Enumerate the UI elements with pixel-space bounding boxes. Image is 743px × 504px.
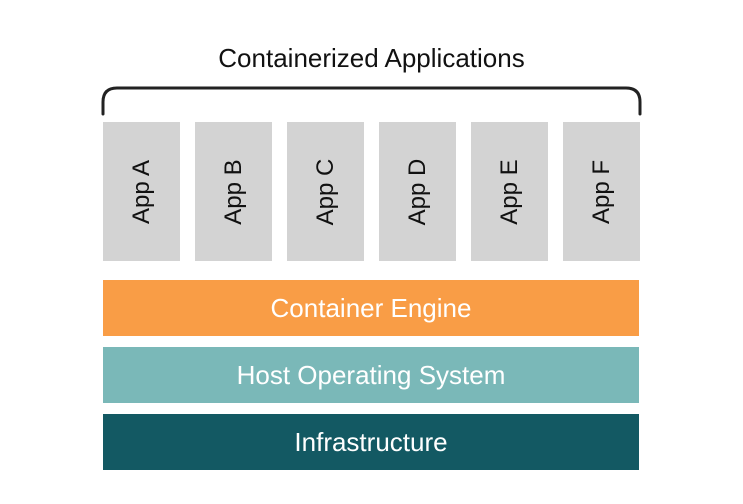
- app-label-d: App D: [403, 158, 431, 225]
- app-box-c: App C: [287, 122, 364, 261]
- app-box-a: App A: [103, 122, 180, 261]
- app-label-b: App B: [219, 158, 247, 225]
- app-box-d: App D: [379, 122, 456, 261]
- app-box-b: App B: [195, 122, 272, 261]
- app-box-e: App E: [471, 122, 548, 261]
- app-label-c: App C: [311, 158, 339, 225]
- diagram-title: Containerized Applications: [218, 43, 525, 73]
- layer-container-engine: Container Engine: [103, 280, 639, 336]
- app-label-e: App E: [495, 158, 523, 225]
- curly-brace-icon: [101, 86, 642, 116]
- app-label-a: App A: [127, 159, 155, 224]
- layer-infrastructure: Infrastructure: [103, 414, 639, 470]
- app-label-f: App F: [587, 159, 615, 224]
- layer-host-operating-system: Host Operating System: [103, 347, 639, 403]
- app-box-f: App F: [563, 122, 640, 261]
